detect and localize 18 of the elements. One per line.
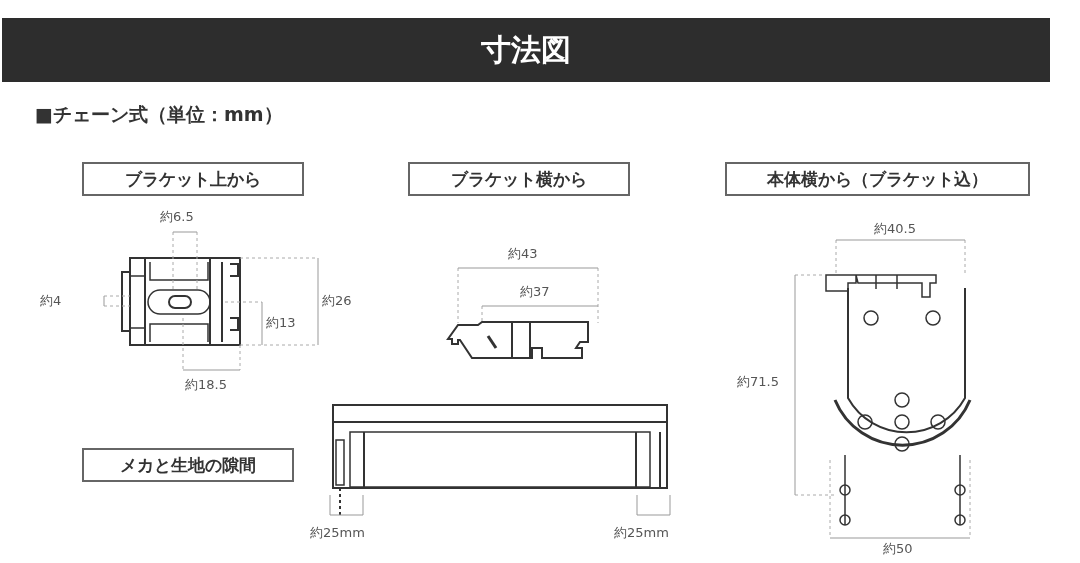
dimension-label: 約50 bbox=[883, 540, 913, 558]
dimension-label: 約25mm bbox=[614, 524, 669, 542]
dimension-label: 約18.5 bbox=[185, 376, 227, 394]
dimension-label: 約43 bbox=[508, 245, 538, 263]
dimension-label: 約4 bbox=[40, 292, 62, 310]
dimension-label: 約40.5 bbox=[874, 220, 916, 238]
section-heading: ■チェーン式（単位：mm） bbox=[35, 102, 283, 127]
view-heading: 本体横から（ブラケット込） bbox=[725, 162, 1030, 196]
title-banner: 寸法図 bbox=[2, 18, 1050, 82]
view-heading: ブラケット横から bbox=[408, 162, 630, 196]
dimension-label: 約26 bbox=[322, 292, 352, 310]
dimension-label: 約71.5 bbox=[737, 373, 779, 391]
dimension-label: 約25mm bbox=[310, 524, 365, 542]
dimension-label: 約6.5 bbox=[160, 208, 194, 226]
dimension-label: 約37 bbox=[520, 283, 550, 301]
view-heading: ブラケット上から bbox=[82, 162, 304, 196]
view-heading: メカと生地の隙間 bbox=[82, 448, 294, 482]
dimension-label: 約13 bbox=[266, 314, 296, 332]
